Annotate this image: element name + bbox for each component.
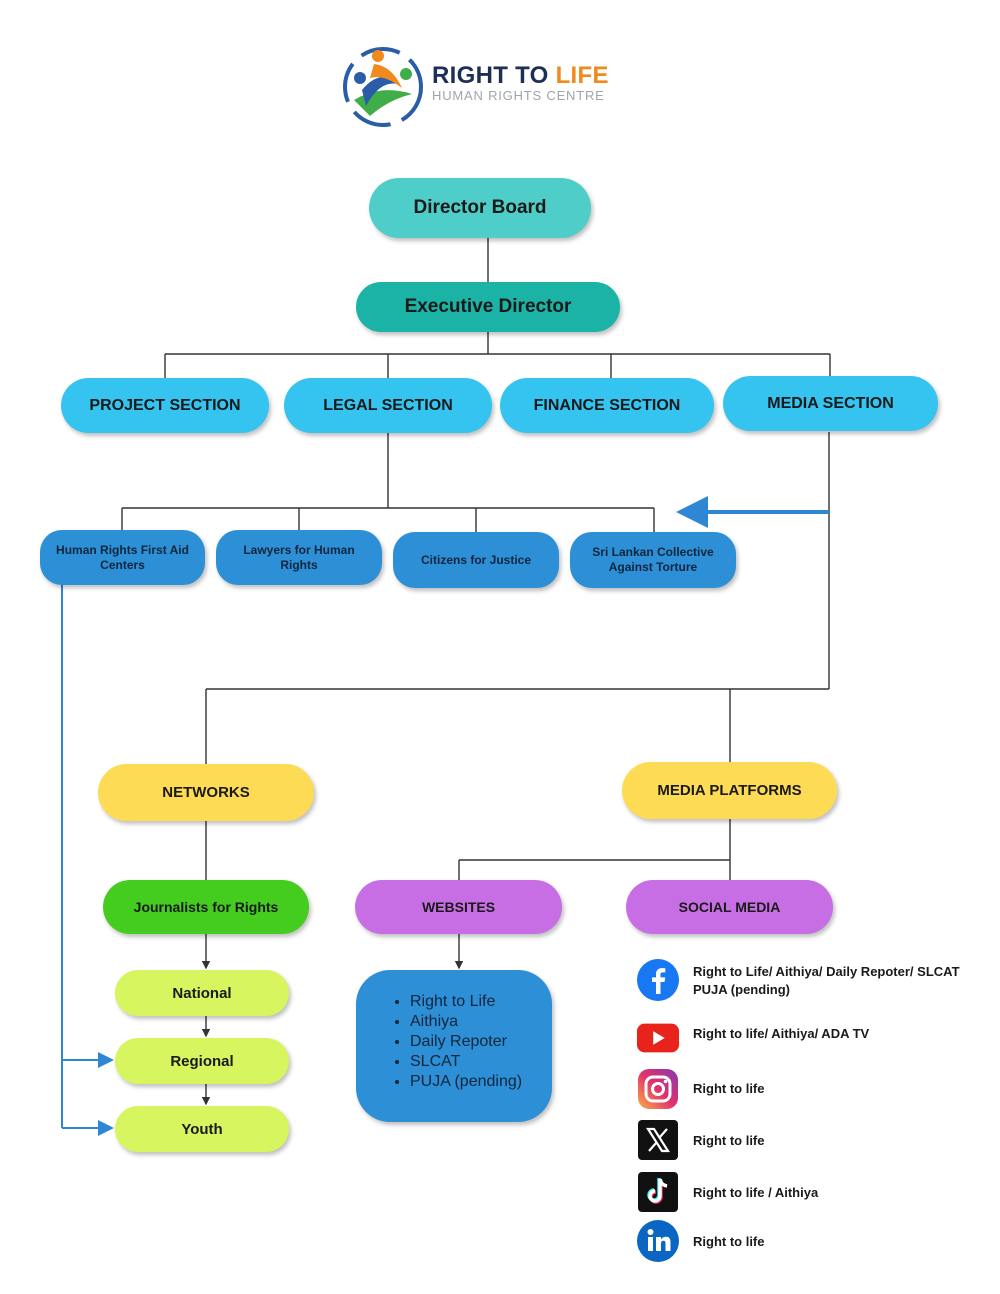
facebook-accounts-text: Right to Life/ Aithiya/ Daily Repoter/ S…	[693, 964, 960, 997]
journalists-for-rights-node: Journalists for Rights	[103, 880, 309, 934]
legal-section-node: LEGAL SECTION	[284, 378, 492, 433]
finance-section-node: FINANCE SECTION	[500, 378, 714, 433]
media-section-node: MEDIA SECTION	[723, 376, 938, 431]
website-item: SLCAT	[410, 1052, 552, 1072]
citizens-for-justice-node: Citizens for Justice	[393, 532, 559, 588]
instagram-icon	[636, 1067, 680, 1111]
social-media-node: SOCIAL MEDIA	[626, 880, 833, 934]
websites-node: WEBSITES	[355, 880, 562, 934]
slcat-node: Sri Lankan Collective Against Torture	[570, 532, 736, 588]
logo-icon	[343, 47, 423, 127]
website-item: PUJA (pending)	[410, 1072, 552, 1092]
youtube-accounts-text: Right to life/ Aithiya/ ADA TV	[693, 1026, 870, 1041]
director-board-node: Director Board	[369, 178, 591, 238]
brand-name: RIGHT TO LIFE HUMAN RIGHTS CENTRE	[432, 62, 609, 103]
linkedin-icon	[636, 1219, 680, 1263]
website-item: Right to Life	[410, 992, 552, 1012]
youth-node: Youth	[115, 1106, 289, 1152]
project-section-node: PROJECT SECTION	[61, 378, 269, 433]
tiktok-accounts-text: Right to life / Aithiya	[693, 1185, 819, 1200]
networks-node: NETWORKS	[98, 764, 314, 821]
brand-title-part2: LIFE	[555, 62, 609, 89]
lawyers-for-human-rights-node: Lawyers for Human Rights	[216, 530, 382, 585]
websites-list: Right to Life Aithiya Daily Repoter SLCA…	[356, 992, 552, 1092]
regional-node: Regional	[115, 1038, 289, 1084]
media-platforms-node: MEDIA PLATFORMS	[622, 762, 837, 819]
brand-subtitle: HUMAN RIGHTS CENTRE	[432, 88, 605, 103]
youtube-icon	[636, 1016, 680, 1060]
executive-director-node: Executive Director	[356, 282, 620, 332]
websites-list-box: Right to Life Aithiya Daily Repoter SLCA…	[356, 970, 552, 1122]
x-accounts-text: Right to life	[693, 1133, 765, 1148]
website-item: Aithiya	[410, 1012, 552, 1032]
x-icon	[636, 1118, 680, 1162]
tiktok-icon	[636, 1170, 680, 1214]
national-node: National	[115, 970, 289, 1016]
linkedin-accounts-text: Right to life	[693, 1234, 765, 1249]
facebook-icon	[636, 958, 680, 1002]
instagram-accounts-text: Right to life	[693, 1081, 765, 1096]
website-item: Daily Repoter	[410, 1032, 552, 1052]
hr-first-aid-centers-node: Human Rights First Aid Centers	[40, 530, 205, 585]
brand-title-part1: RIGHT TO	[432, 62, 549, 89]
